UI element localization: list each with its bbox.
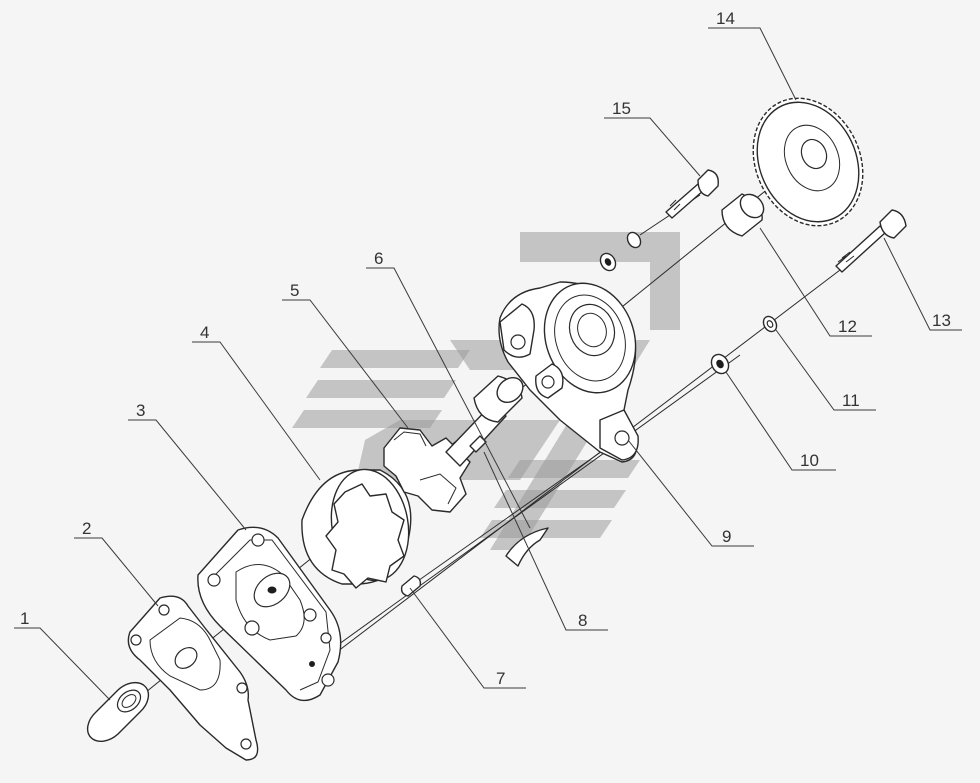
- callout-15: 15: [612, 99, 631, 118]
- callout-7: 7: [496, 669, 505, 688]
- part-4-outer-rotor: [301, 468, 412, 589]
- callout-1: 1: [20, 609, 29, 628]
- callout-2: 2: [82, 519, 91, 538]
- callout-11: 11: [842, 391, 860, 410]
- callout-12: 12: [838, 317, 857, 336]
- callout-3: 3: [136, 401, 145, 420]
- callout-4: 4: [200, 323, 209, 342]
- callout-5: 5: [290, 281, 299, 300]
- callout-8: 8: [578, 611, 587, 630]
- callout-13: 13: [932, 311, 951, 330]
- callout-6: 6: [374, 249, 383, 268]
- part-9-pump-housing: [498, 281, 639, 463]
- part-11-spring-washer: [762, 315, 778, 333]
- part-13-long-bolt: [835, 209, 907, 273]
- callout-10: 10: [800, 451, 819, 470]
- callout-leaders: [14, 27, 962, 701]
- part-15-short-bolt: [599, 169, 719, 272]
- part-8-woodruff-key: [505, 527, 549, 567]
- part-10-washer: [710, 353, 730, 375]
- callout-labels: 1 2 3 4 5 6 7 8 9 10 11 12 13 14 15: [20, 9, 951, 688]
- callout-9: 9: [722, 527, 731, 546]
- part-12-spacer-sleeve: [721, 193, 765, 237]
- part-1-bushing: [86, 681, 150, 743]
- part-2-cover-plate: [127, 595, 259, 761]
- part-3-pump-body: [197, 526, 342, 702]
- part-14-drive-gear: [752, 97, 864, 227]
- callout-14: 14: [716, 9, 735, 28]
- part-7-dowel-pin: [400, 575, 422, 597]
- part-6-drive-shaft: [469, 375, 524, 453]
